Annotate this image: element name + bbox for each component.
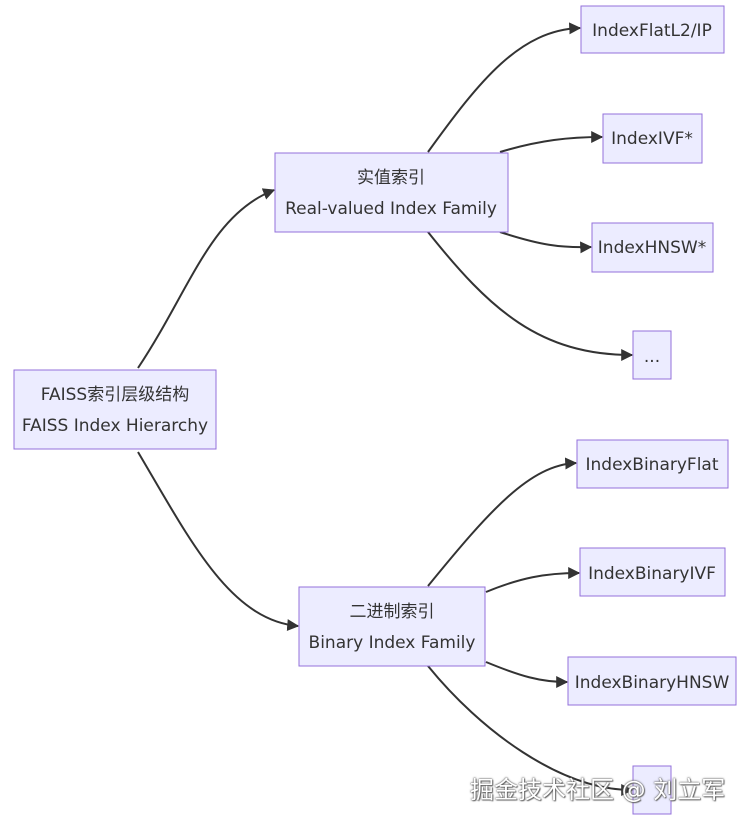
node-index-binary-hnsw: IndexBinaryHNSW xyxy=(567,656,737,706)
node-real-label-zh: 实值索引 xyxy=(357,168,425,188)
node-index-flat: IndexFlatL2/IP xyxy=(580,5,725,54)
node-index-hnsw: IndexHNSW* xyxy=(591,222,714,273)
node-root-label-zh: FAISS索引层级结构 xyxy=(41,385,189,405)
edges xyxy=(137,22,634,796)
edge-binary-ivf xyxy=(485,567,581,593)
node-index-binary-flat: IndexBinaryFlat xyxy=(576,439,729,489)
node-root: FAISS索引层级结构 FAISS Index Hierarchy xyxy=(13,369,217,450)
edge-root-binary xyxy=(137,451,300,632)
node-real-family: 实值索引 Real-valued Index Family xyxy=(274,152,509,233)
edge-real-more xyxy=(427,231,634,361)
edge-binary-more xyxy=(427,665,634,796)
edge-real-flat xyxy=(427,22,582,153)
node-index-hnsw-label: IndexHNSW* xyxy=(598,238,706,258)
node-binary-family: 二进制索引 Binary Index Family xyxy=(298,586,486,667)
node-index-ivf-label: IndexIVF* xyxy=(611,129,693,149)
node-more-real: ... xyxy=(632,330,672,380)
node-index-binary-ivf: IndexBinaryIVF xyxy=(579,547,726,597)
node-index-binary-ivf-label: IndexBinaryIVF xyxy=(588,564,716,584)
node-real-label-en: Real-valued Index Family xyxy=(285,199,497,219)
edge-binary-hnsw xyxy=(485,661,569,688)
node-binary-label-zh: 二进制索引 xyxy=(350,602,435,622)
edge-real-hnsw xyxy=(499,231,593,254)
edge-real-ivf xyxy=(499,131,604,153)
node-index-binary-flat-label: IndexBinaryFlat xyxy=(585,455,718,475)
node-index-flat-label: IndexFlatL2/IP xyxy=(592,21,712,41)
edge-root-real xyxy=(137,188,276,369)
watermark: 掘金技术社区 @ 刘立军 xyxy=(470,776,726,804)
node-root-label-en: FAISS Index Hierarchy xyxy=(22,416,208,436)
node-more-binary xyxy=(632,765,672,815)
node-binary-label-en: Binary Index Family xyxy=(309,633,476,653)
edge-binary-flat xyxy=(427,457,578,587)
node-more-real-label: ... xyxy=(644,347,660,367)
node-index-binary-hnsw-label: IndexBinaryHNSW xyxy=(575,673,730,693)
node-index-ivf: IndexIVF* xyxy=(602,113,703,164)
